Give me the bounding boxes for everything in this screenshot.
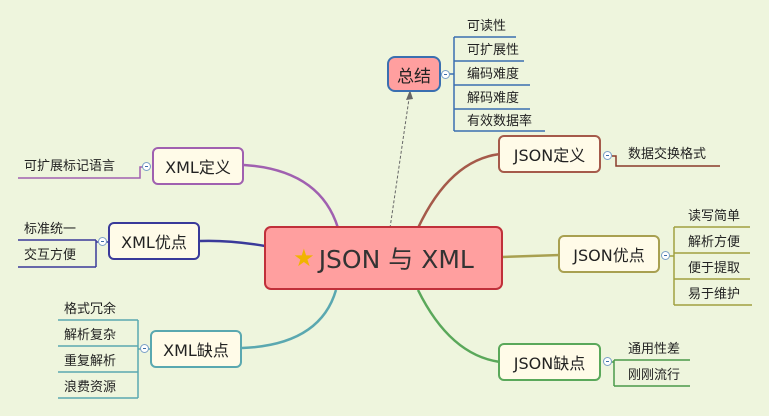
json-definition-node[interactable]: JSON定义	[498, 135, 601, 173]
summary-item-data-rate: 有效数据率	[467, 114, 533, 129]
connector-xml-pros	[199, 239, 266, 248]
connector-json-cons	[416, 289, 501, 364]
summary-item-encoding: 编码难度	[467, 67, 520, 82]
json-def-leaf-line	[612, 155, 720, 167]
json-pros-node[interactable]: JSON优点	[558, 235, 660, 273]
xml-cons-label: XML缺点	[163, 341, 229, 360]
json-pros-item-maintain: 易于维护	[688, 287, 741, 302]
json-pros-label: JSON优点	[573, 246, 645, 265]
xml-pros-node[interactable]: XML优点	[108, 222, 200, 260]
json-pros-collapse-toggle[interactable]	[661, 251, 670, 260]
summary-item-readability: 可读性	[467, 19, 507, 34]
central-topic-label: JSON 与 XML	[318, 245, 474, 274]
connector-xml-cons	[241, 289, 338, 350]
summary-node[interactable]: 总结	[387, 56, 441, 92]
xml-definition-label: XML定义	[165, 158, 231, 177]
json-cons-item-generality: 通用性差	[628, 342, 681, 357]
xml-cons-node[interactable]: XML缺点	[150, 330, 242, 368]
json-cons-collapse-toggle[interactable]	[603, 357, 612, 366]
connector-json-pros	[501, 253, 561, 259]
xml-pros-label: XML优点	[121, 233, 187, 252]
summary-item-extensibility: 可扩展性	[467, 43, 520, 58]
json-pros-leaf-lines	[664, 226, 752, 306]
summary-leaf-lines	[441, 36, 545, 132]
json-cons-label: JSON缺点	[513, 354, 586, 373]
xml-cons-item-redundant: 格式冗余	[64, 302, 117, 317]
arrowhead-summary	[406, 90, 413, 100]
xml-cons-item-waste: 浪费资源	[64, 380, 117, 395]
connector-json-def	[416, 152, 501, 229]
json-cons-item-new: 刚刚流行	[628, 368, 681, 383]
summary-collapse-toggle[interactable]	[441, 70, 450, 79]
json-pros-item-extract: 便于提取	[688, 261, 741, 276]
xml-definition-item: 可扩展标记语言	[24, 159, 116, 174]
json-pros-item-parse: 解析方便	[688, 235, 741, 250]
xml-cons-collapse-toggle[interactable]	[140, 344, 149, 353]
connector-xml-def	[243, 163, 340, 229]
central-topic[interactable]: ★ JSON 与 XML	[264, 226, 503, 290]
xml-cons-item-repeat-parse: 重复解析	[64, 354, 117, 369]
connector-summary	[389, 91, 411, 229]
xml-pros-item-interaction: 交互方便	[24, 248, 77, 263]
summary-node-label: 总结	[397, 66, 431, 87]
xml-definition-collapse-toggle[interactable]	[142, 162, 151, 171]
json-cons-node[interactable]: JSON缺点	[498, 343, 601, 381]
xml-pros-item-standard: 标准统一	[24, 222, 77, 237]
json-definition-item: 数据交换格式	[628, 147, 707, 162]
xml-pros-collapse-toggle[interactable]	[98, 237, 107, 246]
json-definition-label: JSON定义	[513, 146, 586, 165]
summary-item-decoding: 解码难度	[467, 91, 520, 106]
star-icon: ★	[293, 244, 315, 272]
json-pros-item-read-write: 读写简单	[688, 209, 741, 224]
xml-cons-item-complex: 解析复杂	[64, 328, 117, 343]
json-definition-collapse-toggle[interactable]	[603, 151, 612, 160]
xml-definition-node[interactable]: XML定义	[152, 147, 244, 185]
